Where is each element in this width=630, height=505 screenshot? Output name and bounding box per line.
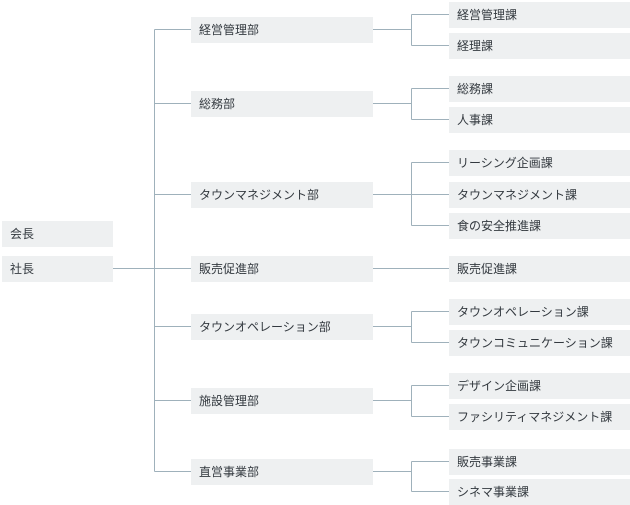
- section-7-1: 販売事業課: [449, 449, 630, 475]
- section-5-1: タウンオペレーション課: [449, 299, 630, 325]
- department-3: タウンマネジメント部: [191, 182, 373, 208]
- executive-chairman: 会長: [2, 221, 113, 247]
- executive-president: 社長: [2, 256, 113, 282]
- section-6-1: デザイン企画課: [449, 373, 630, 399]
- section-6-2: ファシリティマネジメント課: [449, 404, 630, 430]
- department-6: 施設管理部: [191, 388, 373, 414]
- section-3-1: リーシング企画課: [449, 150, 630, 176]
- section-2-2: 人事課: [449, 107, 630, 133]
- department-1: 経営管理部: [191, 17, 373, 43]
- department-5: タウンオペレーション部: [191, 314, 373, 340]
- section-1-1: 経営管理課: [449, 2, 630, 28]
- section-1-2: 経理課: [449, 33, 630, 59]
- department-4: 販売促進部: [191, 256, 373, 282]
- section-3-3: 食の安全推進課: [449, 213, 630, 239]
- section-3-2: タウンマネジメント課: [449, 182, 630, 208]
- department-2: 総務部: [191, 91, 373, 117]
- section-5-2: タウンコミュニケーション課: [449, 330, 630, 356]
- section-2-1: 総務課: [449, 76, 630, 102]
- section-7-2: シネマ事業課: [449, 479, 630, 505]
- department-7: 直営事業部: [191, 459, 373, 485]
- section-4-1: 販売促進課: [449, 256, 630, 282]
